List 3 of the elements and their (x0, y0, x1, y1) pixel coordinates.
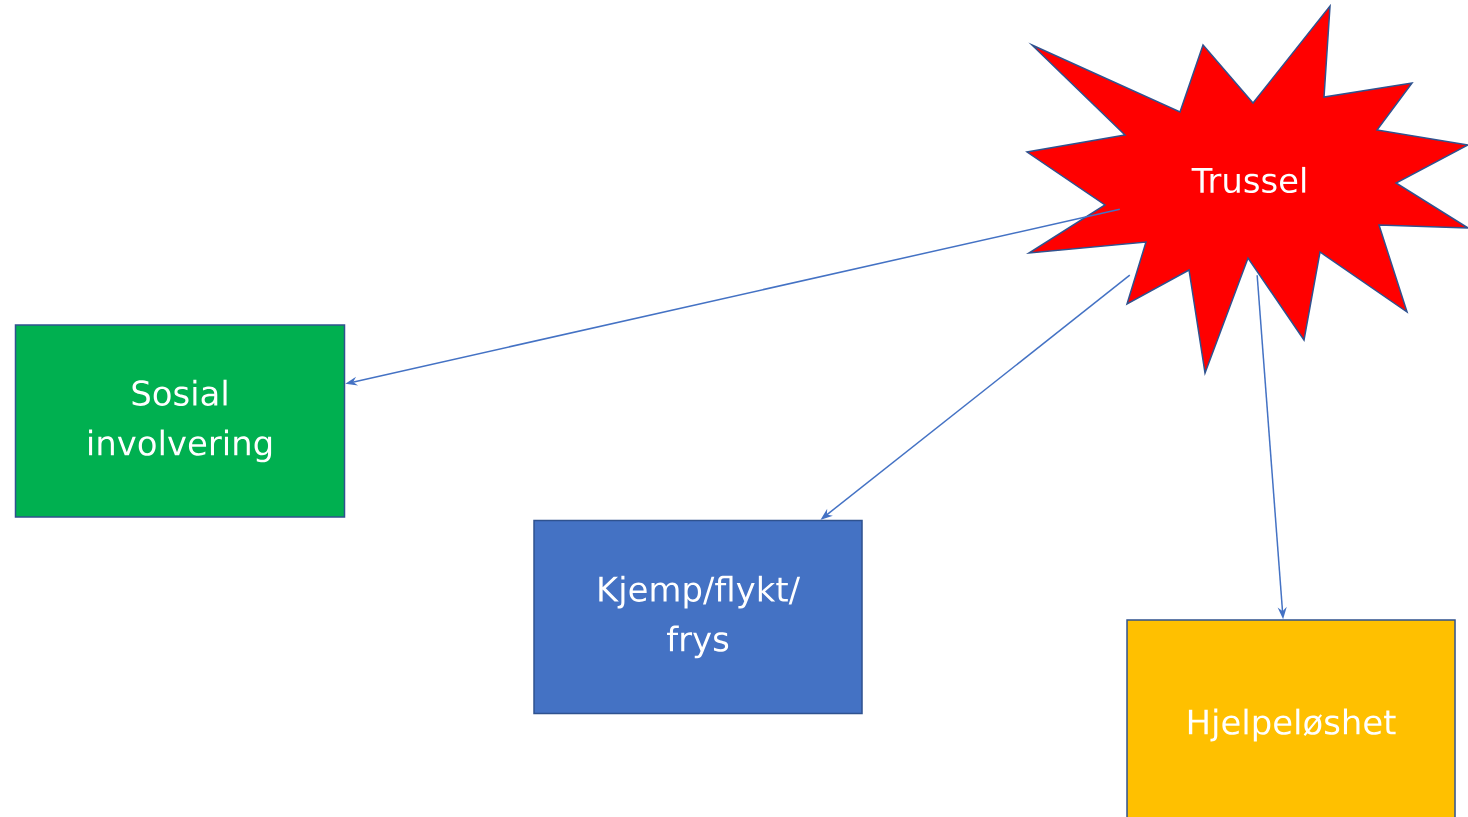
process-box: Kjemp/flykt/ frys (533, 519, 863, 715)
process-box: Hjelpeløshet (1126, 619, 1456, 817)
process-box: Sosial involvering (14, 324, 346, 518)
